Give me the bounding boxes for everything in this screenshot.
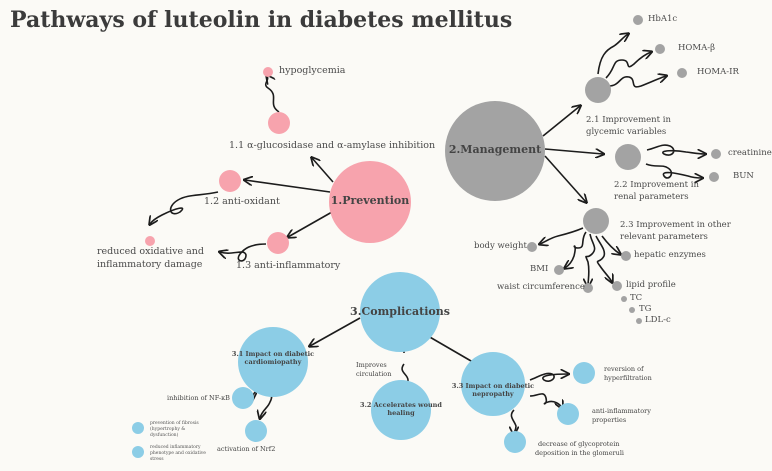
reduced-inflammatory-node	[132, 446, 144, 458]
cardiomyopathy-label-line2: cardiomiopathy	[244, 358, 302, 366]
ldl-label: LDL-c	[645, 315, 671, 325]
hypoglycemia-label: hypoglycemia	[279, 65, 346, 76]
ldl-dot	[636, 318, 642, 324]
glycoprotein-label-line1: decrease of glycoprotein	[538, 440, 620, 448]
tc-dot	[621, 296, 627, 302]
antioxidant-node	[219, 170, 241, 192]
nephro-antiinflammatory-label-line1: anti-inflammatory	[592, 407, 651, 415]
tg-label: TG	[639, 304, 652, 314]
bmi-dot	[554, 265, 564, 275]
hepatic-enzymes-label: hepatic enzymes	[634, 250, 706, 260]
hba1c-label: HbA1c	[648, 14, 678, 24]
prevention-hub-node	[329, 161, 411, 243]
glycemic-node	[585, 77, 611, 103]
tc-label: TC	[630, 293, 643, 303]
hyperfiltration-node	[573, 362, 595, 384]
complications-hub-label: 3.Complications	[350, 305, 450, 318]
homa-beta-label: HOMA-β	[678, 43, 716, 53]
nrf2-node	[245, 420, 267, 442]
body-weight-label: body weight	[474, 241, 527, 251]
hepatic-enzymes-dot	[621, 251, 631, 261]
antiinflammatory-node	[267, 232, 289, 254]
glycoprotein-node	[504, 431, 526, 453]
creatinine-dot	[711, 149, 721, 159]
glycemic-label-line2: glycemic variables	[586, 127, 667, 137]
nephropathy-label-line2: nepropathy	[472, 390, 514, 398]
glucosidase-node	[268, 112, 290, 134]
lipid-profile-label: lipid profile	[626, 280, 676, 290]
circulation-label-line1: Improves	[356, 361, 387, 369]
reduced-damage-label-line2: inflammatory damage	[97, 259, 203, 270]
homa-ir-label: HOMA-IR	[697, 67, 739, 77]
other-parameters-label-line1: 2.3 Improvement in other	[620, 220, 731, 230]
hyperfiltration-label-line2: hyperfiltration	[604, 374, 652, 382]
reduced-inflammatory-label-line3: stress	[150, 457, 164, 462]
glycoprotein-label-line2: deposition in the glomeruli	[535, 449, 625, 457]
management-hub-node	[445, 101, 545, 201]
nrf2-label: activation of Nrf2	[217, 445, 276, 453]
renal-label-line1: 2.2 Improvement in	[614, 180, 699, 190]
antiinflammatory-label: 1.3 anti-inflammatory	[236, 260, 341, 271]
cardiomyopathy-node	[238, 327, 308, 397]
reduced-damage-node	[145, 236, 155, 246]
complications-hub-node	[360, 272, 440, 352]
renal-label-line2: renal parameters	[614, 192, 689, 202]
creatinine-label: creatinine	[728, 148, 772, 158]
tg-dot	[629, 307, 635, 313]
reduced-inflammatory-label-line1: reduced inflammatory	[150, 445, 201, 450]
fibrosis-label-line3: dysfunction)	[150, 433, 179, 438]
glucosidase-label: 1.1 α-glucosidase and α-amylase inhibiti…	[229, 140, 436, 151]
wound-healing-label-line1: 3.2 Accelerates wound	[360, 401, 442, 409]
nfkb-node	[232, 387, 254, 409]
reduced-inflammatory-label-line2: phenotype and oxidative	[150, 451, 206, 456]
homa-beta-dot	[655, 44, 665, 54]
bun-dot	[709, 172, 719, 182]
waist-circumference-label: waist circumference	[497, 282, 585, 292]
wound-healing-node	[371, 380, 431, 440]
prevention-hub-label: 1.Prevention	[330, 194, 410, 207]
other-parameters-node	[583, 208, 609, 234]
fibrosis-label-line2: (hypertrophy &	[150, 427, 186, 432]
hba1c-dot	[633, 15, 643, 25]
wound-healing-label-line2: healing	[387, 409, 415, 417]
nephropathy-label-line1: 3.3 Impact on diabetic	[451, 382, 535, 390]
homa-ir-dot	[677, 68, 687, 78]
nephro-antiinflammatory-node	[557, 403, 579, 425]
bun-label: BUN	[733, 171, 754, 181]
reduced-damage-label-line1: reduced oxidative and	[97, 246, 204, 257]
nfkb-label: inhibition of NF-κB	[167, 394, 230, 402]
glycemic-label-line1: 2.1 Improvement in	[586, 115, 671, 125]
nephro-antiinflammatory-label-line2: properties	[592, 416, 627, 424]
renal-node	[615, 144, 641, 170]
bmi-label: BMI	[530, 264, 549, 274]
lipid-profile-dot	[612, 281, 622, 291]
management-hub-label: 2.Management	[448, 143, 542, 156]
hyperfiltration-label-line1: reversion of	[604, 365, 644, 373]
waist-dot	[583, 283, 593, 293]
fibrosis-label-line1: prevention of fibrosis	[150, 421, 199, 426]
body-weight-dot	[527, 242, 537, 252]
circulation-label-line2: circulation	[356, 370, 392, 378]
fibrosis-node	[132, 422, 144, 434]
cardiomyopathy-label-line1: 3.1 Impact on diabetic	[231, 350, 315, 358]
hypoglycemia-node	[263, 67, 273, 77]
other-parameters-label-line2: relevant parameters	[620, 232, 708, 242]
antioxidant-label: 1.2 anti-oxidant	[204, 196, 280, 207]
page-title: Pathways of luteolin in diabetes mellitu…	[10, 7, 513, 33]
nephropathy-node	[461, 352, 525, 416]
